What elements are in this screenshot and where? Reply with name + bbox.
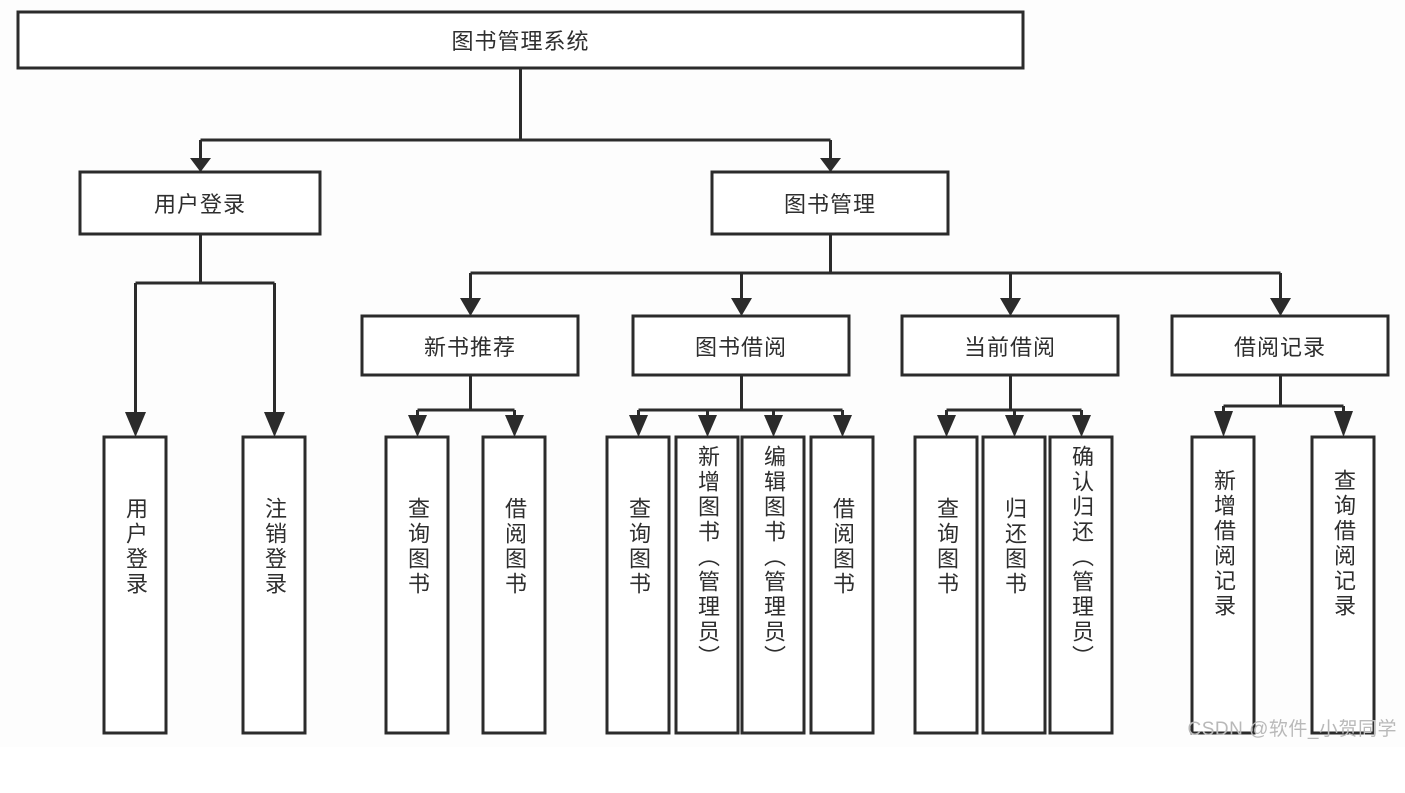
arrow-icon-to-book-management (820, 158, 841, 172)
arrow-icon-to-leaf-query-record (1334, 411, 1353, 437)
node-box-leaf-confirm-return[interactable] (1048, 435, 1114, 735)
arrow-icon-to-leaf-user-login (125, 412, 146, 437)
arrow-icon-to-leaf-borrow-book-2 (833, 415, 852, 437)
arrow-icon-to-leaf-confirm-return (1072, 415, 1091, 437)
node-box-leaf-add-book[interactable] (674, 435, 740, 735)
arrow-icon-to-leaf-edit-book (764, 415, 783, 437)
node-box-borrow-record[interactable] (1170, 314, 1390, 377)
arrow-icon-to-leaf-add-book (698, 415, 717, 437)
arrow-icon-to-leaf-add-record (1214, 411, 1233, 437)
arrow-icon-to-leaf-logout (264, 412, 285, 437)
node-box-leaf-logout[interactable] (241, 435, 307, 735)
node-box-new-book-recommend[interactable] (360, 314, 580, 377)
node-box-title[interactable] (16, 10, 1025, 70)
csdn-watermark: CSDN @软件_小贺同学 (1187, 719, 1397, 740)
flowchart-svg (16, 10, 1390, 735)
arrow-icon-to-current-borrow (1000, 298, 1021, 316)
arrow-icon-to-leaf-return-book (1005, 415, 1024, 437)
arrow-icon-to-leaf-query-book-2 (629, 415, 648, 437)
node-box-leaf-query-record[interactable] (1310, 435, 1376, 735)
node-box-book-management[interactable] (710, 170, 950, 236)
arrow-icon-to-new-book-recommend (460, 298, 481, 316)
node-box-current-borrow[interactable] (900, 314, 1120, 377)
arrow-icon-to-leaf-query-book-1 (408, 415, 427, 437)
node-box-leaf-edit-book[interactable] (740, 435, 806, 735)
arrowhead-group (125, 158, 1353, 437)
flowchart-canvas: 图书管理系统 用户登录 图书管理 新书推荐 图书借阅 当前借阅 借阅记录 用户登… (16, 10, 1397, 740)
node-box-leaf-add-record[interactable] (1190, 435, 1256, 735)
arrow-icon-to-borrow-record (1270, 298, 1291, 316)
node-box-leaf-user-login[interactable] (102, 435, 168, 735)
node-rect-group (16, 10, 1390, 735)
arrow-icon-to-leaf-borrow-book-1 (505, 415, 524, 437)
arrow-icon-to-user-login (190, 158, 211, 172)
node-box-leaf-borrow-book-1[interactable] (481, 435, 547, 735)
node-box-leaf-query-book-1[interactable] (384, 435, 450, 735)
node-box-leaf-borrow-book-2[interactable] (809, 435, 875, 735)
arrow-icon-to-book-borrow (731, 298, 752, 316)
node-box-leaf-query-book-3[interactable] (913, 435, 979, 735)
node-box-book-borrow[interactable] (631, 314, 851, 377)
node-box-leaf-return-book[interactable] (981, 435, 1047, 735)
node-box-leaf-query-book-2[interactable] (605, 435, 671, 735)
arrow-icon-to-leaf-query-book-3 (937, 415, 956, 437)
node-box-user-login[interactable] (78, 170, 322, 236)
